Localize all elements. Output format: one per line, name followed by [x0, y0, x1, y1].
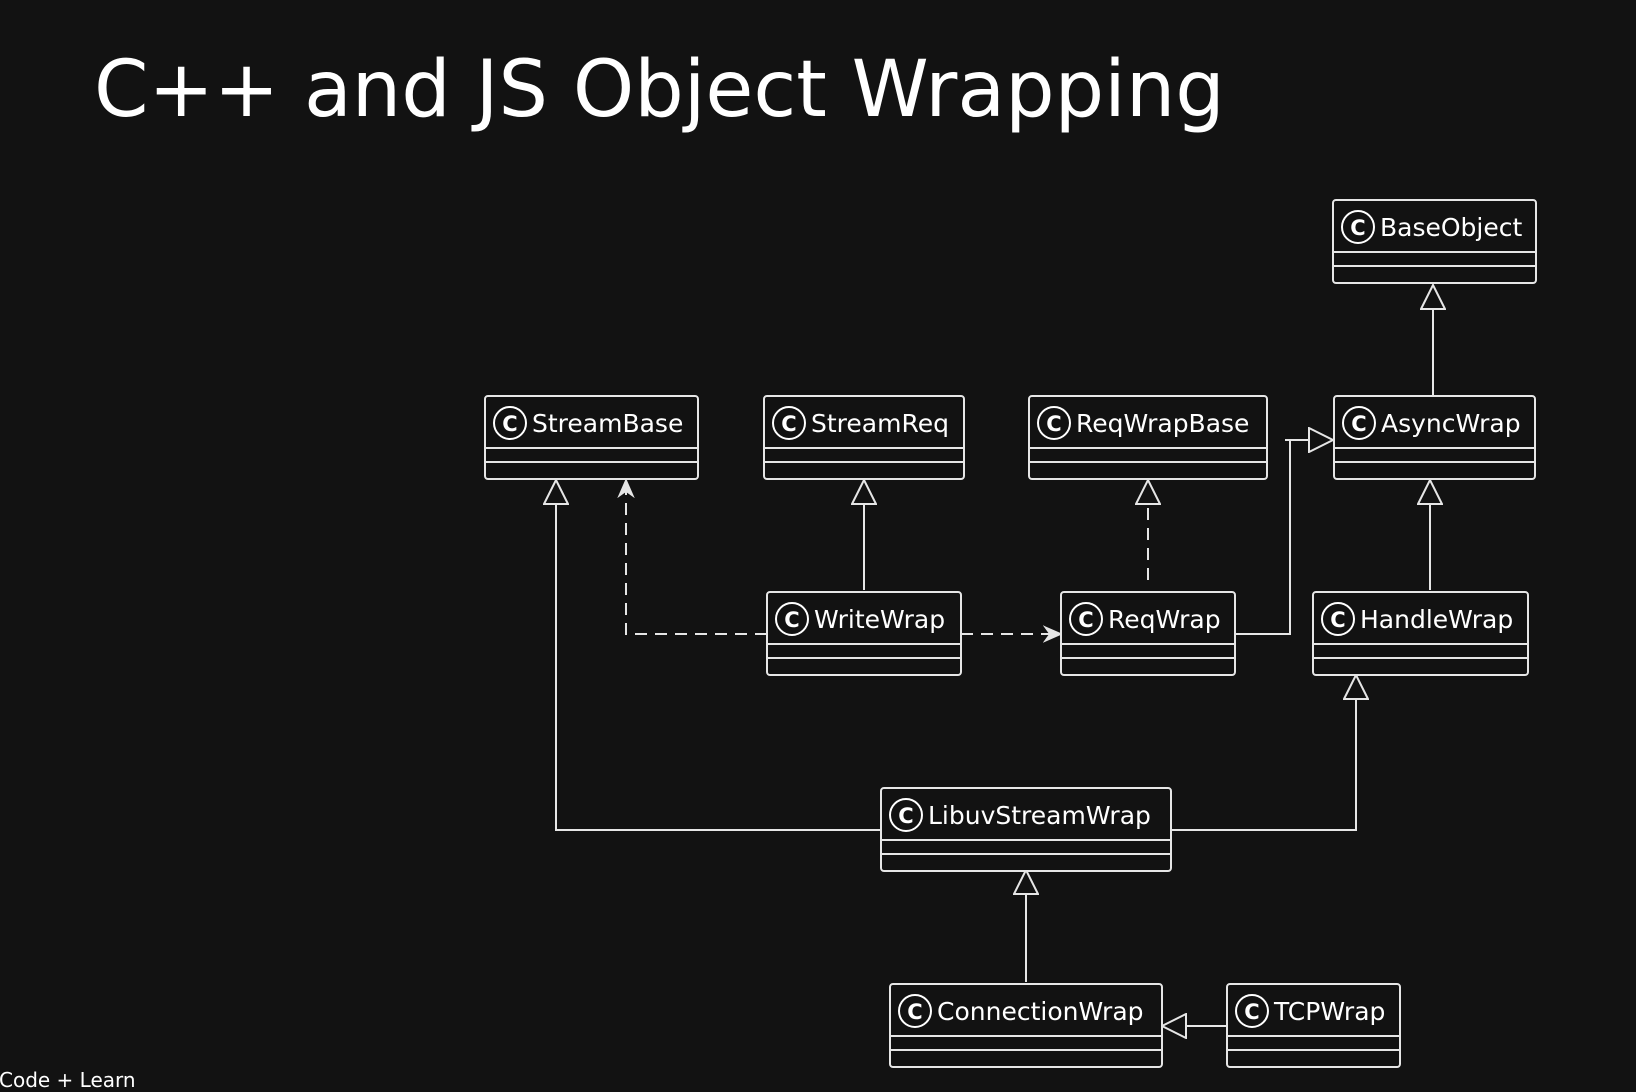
edge-writewrap-to-streambase [626, 480, 767, 635]
edge-reqwrap-to-asyncwrap [1235, 440, 1333, 635]
class-name: ReqWrap [1108, 605, 1221, 634]
class-name: TCPWrap [1273, 997, 1385, 1026]
class-stereotype-icon: C [1341, 210, 1375, 244]
class-stereotype-icon: C [772, 406, 806, 440]
class-stereotype-icon: C [1069, 602, 1103, 636]
footer-text: Code + Learn [0, 1068, 136, 1092]
class-name: BaseObject [1380, 213, 1522, 242]
stereotype-letter: C [1351, 412, 1366, 436]
class-libuvstreamwrap: C LibuvStreamWrap [880, 787, 1172, 872]
class-stereotype-icon: C [898, 994, 932, 1028]
class-asyncwrap: C AsyncWrap [1333, 395, 1536, 480]
class-handlewrap: C HandleWrap [1312, 591, 1529, 676]
stereotype-letter: C [1330, 608, 1345, 632]
stereotype-letter: C [1244, 1000, 1259, 1024]
class-tcpwrap: C TCPWrap [1226, 983, 1401, 1068]
class-baseobject: C BaseObject [1332, 199, 1537, 284]
class-name: StreamBase [532, 409, 683, 438]
stereotype-letter: C [781, 412, 796, 436]
class-name: HandleWrap [1360, 605, 1513, 634]
stereotype-letter: C [907, 1000, 922, 1024]
class-stereotype-icon: C [1321, 602, 1355, 636]
stereotype-letter: C [1078, 608, 1093, 632]
class-stereotype-icon: C [1342, 406, 1376, 440]
class-name: ConnectionWrap [937, 997, 1144, 1026]
class-reqwrapbase: C ReqWrapBase [1028, 395, 1268, 480]
slide-title: C++ and JS Object Wrapping [94, 45, 1225, 135]
class-writewrap: C WriteWrap [766, 591, 962, 676]
class-streamreq: C StreamReq [763, 395, 965, 480]
class-stereotype-icon: C [493, 406, 527, 440]
stereotype-letter: C [1350, 216, 1365, 240]
class-reqwrap: C ReqWrap [1060, 591, 1236, 676]
edge-libuvstreamwrap-to-handlewrap [1171, 675, 1356, 831]
class-name: LibuvStreamWrap [928, 801, 1151, 830]
class-streambase: C StreamBase [484, 395, 699, 480]
class-stereotype-icon: C [1235, 994, 1269, 1028]
stereotype-letter: C [1046, 412, 1061, 436]
class-stereotype-icon: C [775, 602, 809, 636]
stereotype-letter: C [502, 412, 517, 436]
class-connectionwrap: C ConnectionWrap [889, 983, 1163, 1068]
class-name: AsyncWrap [1381, 409, 1521, 438]
class-name: WriteWrap [814, 605, 945, 634]
class-name: ReqWrapBase [1076, 409, 1249, 438]
edge-libuvstreamwrap-to-streambase [556, 480, 881, 831]
stereotype-letter: C [898, 804, 913, 828]
class-stereotype-icon: C [1037, 406, 1071, 440]
class-stereotype-icon: C [889, 798, 923, 832]
stereotype-letter: C [784, 608, 799, 632]
class-name: StreamReq [811, 409, 949, 438]
